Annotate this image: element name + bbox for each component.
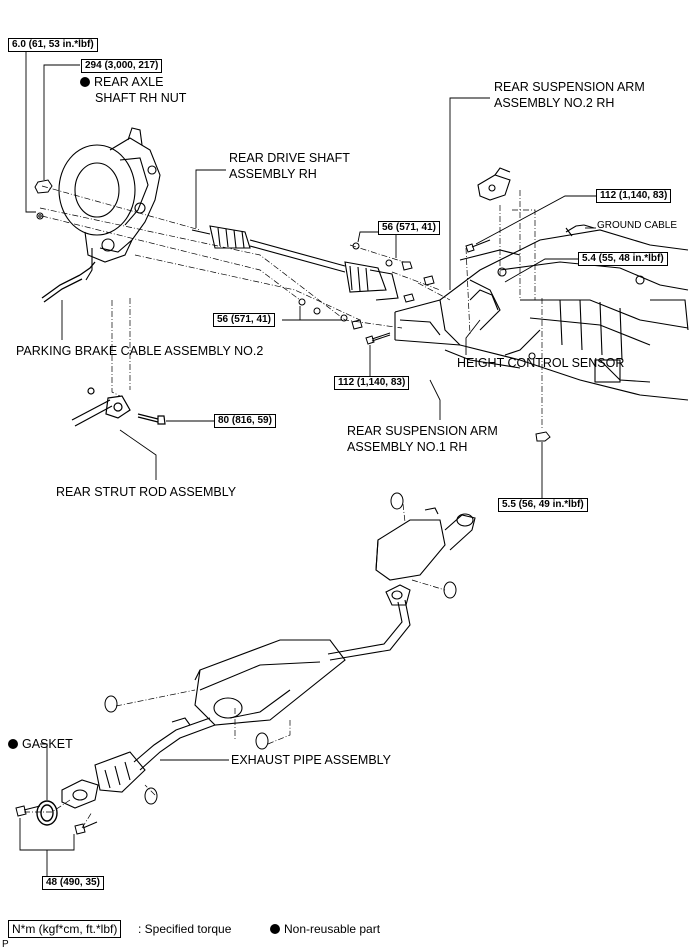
gasket-text: GASKET: [22, 737, 73, 751]
label-rear-drive-shaft: REAR DRIVE SHAFT ASSEMBLY RH: [229, 150, 350, 182]
rear-drive-shaft: [191, 225, 399, 301]
label-ground-cable: GROUND CABLE: [597, 220, 678, 231]
torque-box-strut-rod-bolt: 80 (816, 59): [214, 414, 276, 428]
axle-nut-line2: SHAFT RH NUT: [95, 91, 187, 105]
arm-no2-line2: ASSEMBLY NO.2 RH: [494, 96, 615, 110]
exhaust-studs: [15, 805, 98, 835]
arm-no1-line1: REAR SUSPENSION ARM: [347, 424, 498, 438]
legend-non-reusable: Non-reusable part: [270, 921, 380, 937]
torque-box-drive-shaft-upper: 56 (571, 41): [378, 221, 440, 235]
legend-torque-desc: : Specified torque: [138, 922, 232, 936]
arm-no2-line1: REAR SUSPENSION ARM: [494, 80, 645, 94]
label-parking-brake-cable: PARKING BRAKE CABLE ASSEMBLY NO.2: [16, 344, 264, 358]
label-rear-suspension-arm-no2: REAR SUSPENSION ARM ASSEMBLY NO.2 RH: [494, 79, 645, 111]
torque-box-sensor-bolt: 5.4 (55, 48 in.*lbf): [578, 252, 668, 266]
corner-mark: P: [2, 939, 9, 950]
label-height-control-sensor: HEIGHT CONTROL SENSOR: [457, 356, 625, 370]
non-reusable-dot-icon: [8, 739, 18, 749]
label-rear-suspension-arm-no1: REAR SUSPENSION ARM ASSEMBLY NO.1 RH: [347, 423, 498, 455]
torque-box-hub-bolt: 6.0 (61, 53 in.*lbf): [8, 38, 98, 52]
exhaust-rear-muffler: [375, 507, 476, 606]
torque-box-axle-nut: 294 (3,000, 217): [81, 59, 163, 73]
exhaust-front-mounts: [104, 695, 269, 805]
label-gasket: GASKET: [8, 736, 73, 752]
hub-nut: [34, 179, 53, 220]
drive-shaft-nuts: [298, 242, 435, 330]
drive-shaft-line2: ASSEMBLY RH: [229, 167, 317, 181]
axle-nut-line1: REAR AXLE: [94, 75, 164, 89]
height-sensor-nut: [535, 431, 551, 442]
rear-suspension-arm-no2: [477, 167, 511, 201]
drive-shaft-bolts: [365, 239, 491, 345]
label-rear-strut-rod: REAR STRUT ROD ASSEMBLY: [56, 485, 237, 499]
non-reusable-dot-icon: [270, 924, 280, 934]
legend-non-reusable-text: Non-reusable part: [284, 922, 381, 936]
torque-box-sensor-nut: 5.5 (56, 49 in.*lbf): [498, 498, 588, 512]
rear-strut-rod: [71, 387, 166, 427]
legend-torque-unit: N*m (kgf*cm, ft.*lbf): [8, 920, 122, 938]
label-rear-axle-shaft-nut: REAR AXLE SHAFT RH NUT: [80, 74, 186, 106]
exhaust-rear-mounts: [390, 492, 457, 599]
torque-box-arm-no1-bolt: 112 (1,140, 83): [334, 376, 410, 390]
rear-suspension-subframe: [394, 229, 689, 401]
assembly-center-lines: [24, 185, 543, 829]
exhaust-center-pipe: [327, 599, 411, 661]
torque-box-exhaust-nuts: 48 (490, 35): [42, 876, 104, 890]
torque-box-drive-shaft-lower: 56 (571, 41): [213, 313, 275, 327]
exhaust-pipe-assembly: [61, 717, 216, 809]
drive-shaft-line1: REAR DRIVE SHAFT: [229, 151, 350, 165]
non-reusable-dot-icon: [80, 77, 90, 87]
ground-cable: [565, 224, 595, 237]
rear-axle-hub-knuckle: [58, 127, 161, 281]
leader-lines: [19, 50, 596, 876]
torque-box-arm-no2-bolt: 112 (1,140, 83): [596, 189, 672, 203]
parking-brake-cable: [41, 261, 96, 303]
gasket-ring: [36, 800, 58, 826]
arm-no1-line2: ASSEMBLY NO.1 RH: [347, 440, 468, 454]
exhaust-main-muffler: [194, 639, 346, 726]
label-exhaust-pipe-assembly: EXHAUST PIPE ASSEMBLY: [231, 753, 392, 767]
